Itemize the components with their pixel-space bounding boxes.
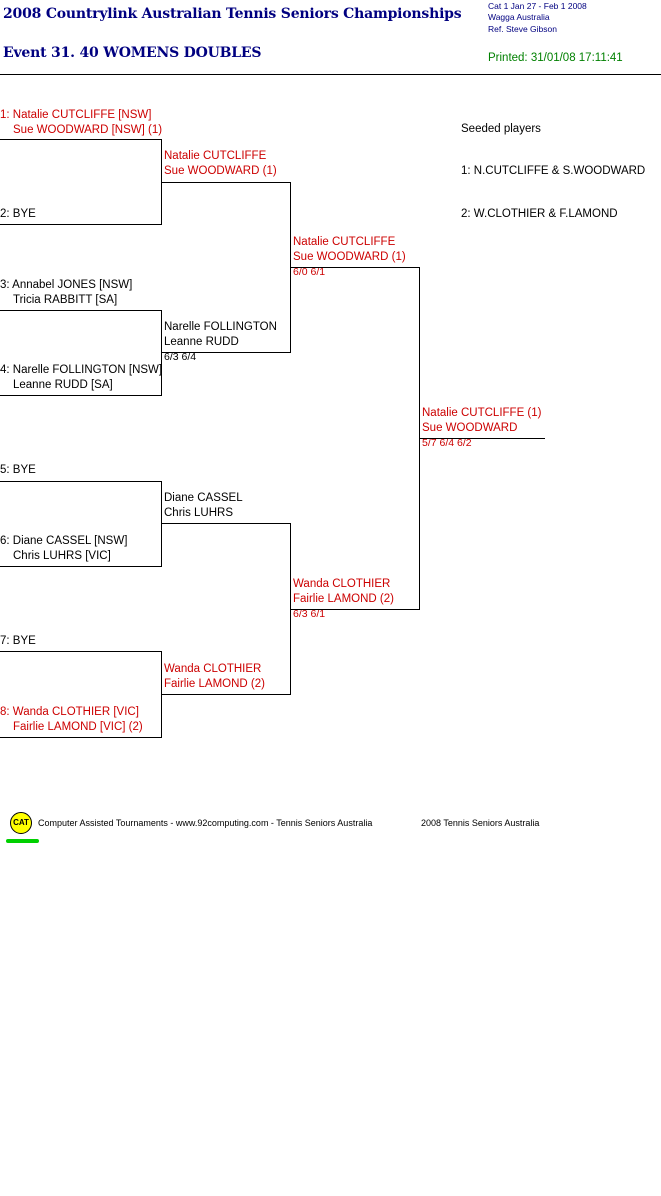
- entry-6-player-1: 6: Diane CASSEL [NSW]: [0, 535, 128, 547]
- bracket-line: [162, 352, 291, 353]
- bracket-line: [0, 481, 162, 482]
- cat-logo-icon: CAT: [10, 812, 32, 834]
- bracket-line: [420, 438, 545, 439]
- entry-2-bye: 2: BYE: [0, 208, 36, 220]
- round2-winner-3: Diane CASSEL Chris LUHRS: [164, 491, 243, 521]
- draw-entry-5: 5: BYE: [0, 463, 36, 478]
- entry-8-player-1: 8: Wanda CLOTHIER [VIC]: [0, 706, 139, 718]
- bracket-line: [161, 139, 162, 224]
- bracket-line: [162, 182, 291, 183]
- champion-player-1: Natalie CUTCLIFFE (1): [422, 407, 542, 419]
- bracket-line: [0, 139, 162, 140]
- draw-entry-8: 8: Wanda CLOTHIER [VIC] Fairlie LAMOND […: [0, 705, 143, 735]
- sf-1-player-1: Natalie CUTCLIFFE: [293, 236, 396, 248]
- r2-3-player-2: Chris LUHRS: [164, 507, 234, 519]
- bracket-line: [290, 182, 291, 352]
- footer-credit: Computer Assisted Tournaments - www.92co…: [38, 818, 373, 828]
- champion-player-2: Sue WOODWARD: [422, 422, 518, 434]
- entry-7-bye: 7: BYE: [0, 635, 36, 647]
- entry-8-player-2: Fairlie LAMOND [VIC] (2): [13, 721, 143, 733]
- bracket-line: [0, 566, 162, 567]
- printed-timestamp: Printed: 31/01/08 17:11:41: [488, 52, 623, 64]
- bracket-line: [419, 267, 420, 609]
- tournament-dates: Cat 1 Jan 27 - Feb 1 2008: [488, 1, 587, 11]
- tournament-referee: Ref. Steve Gibson: [488, 24, 557, 34]
- r2-1-player-1: Natalie CUTCLIFFE: [164, 150, 267, 162]
- bracket-line: [0, 310, 162, 311]
- champion: Natalie CUTCLIFFE (1) Sue WOODWARD: [422, 406, 542, 436]
- round2-winner-4: Wanda CLOTHIER Fairlie LAMOND (2): [164, 662, 265, 692]
- draw-entry-3: 3: Annabel JONES [NSW] Tricia RABBITT [S…: [0, 278, 132, 308]
- round2-winner-1: Natalie CUTCLIFFE Sue WOODWARD (1): [164, 149, 277, 179]
- bracket-line: [162, 523, 291, 524]
- entry-5-bye: 5: BYE: [0, 464, 36, 476]
- bracket-line: [0, 224, 162, 225]
- bracket-line: [291, 267, 420, 268]
- entry-3-player-2: Tricia RABBITT [SA]: [13, 294, 118, 306]
- tournament-venue: Wagga Australia: [488, 12, 550, 22]
- draw-entry-6: 6: Diane CASSEL [NSW] Chris LUHRS [VIC]: [0, 534, 127, 564]
- entry-4-player-1: 4: Narelle FOLLINGTON [NSW]: [0, 364, 163, 376]
- r2-4-player-1: Wanda CLOTHIER: [164, 663, 262, 675]
- bracket-line: [0, 737, 162, 738]
- draw-entry-1: 1: Natalie CUTCLIFFE [NSW] Sue WOODWARD …: [0, 108, 162, 138]
- entry-4-player-2: Leanne RUDD [SA]: [13, 379, 113, 391]
- r2-1-player-2: Sue WOODWARD (1): [164, 165, 277, 177]
- entry-3-player-1: 3: Annabel JONES [NSW]: [0, 279, 133, 291]
- sf-2-player-2: Fairlie LAMOND (2): [293, 593, 394, 605]
- r2-4-player-2: Fairlie LAMOND (2): [164, 678, 265, 690]
- sf-2-player-1: Wanda CLOTHIER: [293, 578, 391, 590]
- header-divider: [0, 74, 661, 75]
- bracket-line: [162, 694, 291, 695]
- bracket-line: [0, 651, 162, 652]
- draw-entry-4: 4: Narelle FOLLINGTON [NSW] Leanne RUDD …: [0, 363, 162, 393]
- seeded-heading: Seeded players: [461, 123, 541, 135]
- draw-entry-7: 7: BYE: [0, 634, 36, 649]
- entry-1-player-1: 1: Natalie CUTCLIFFE [NSW]: [0, 109, 152, 121]
- sf-2-score: 6/3 6/1: [293, 608, 326, 620]
- sf-1-player-2: Sue WOODWARD (1): [293, 251, 406, 263]
- semi-winner-1: Natalie CUTCLIFFE Sue WOODWARD (1): [293, 235, 406, 265]
- sf-1-score: 6/0 6/1: [293, 266, 326, 278]
- bracket-line: [161, 481, 162, 566]
- cat-logo-underline: [6, 839, 39, 843]
- seed-2: 2: W.CLOTHIER & F.LAMOND: [461, 208, 618, 220]
- tournament-title: 2008 Countrylink Australian Tennis Senio…: [3, 6, 462, 22]
- entry-1-player-2: Sue WOODWARD [NSW] (1): [13, 124, 163, 136]
- bracket-line: [291, 609, 420, 610]
- r2-2-player-1: Narelle FOLLINGTON: [164, 321, 277, 333]
- r2-3-player-1: Diane CASSEL: [164, 492, 243, 504]
- r2-2-player-2: Leanne RUDD: [164, 336, 239, 348]
- footer-copyright: 2008 Tennis Seniors Australia: [421, 818, 540, 828]
- bracket-line: [290, 523, 291, 694]
- bracket-line: [161, 310, 162, 395]
- r2-2-score: 6/3 6/4: [164, 351, 197, 363]
- final-score: 5/7 6/4 6/2: [422, 437, 472, 449]
- event-title: Event 31. 40 WOMENS DOUBLES: [3, 45, 262, 61]
- semi-winner-2: Wanda CLOTHIER Fairlie LAMOND (2): [293, 577, 394, 607]
- round2-winner-2: Narelle FOLLINGTON Leanne RUDD: [164, 320, 277, 350]
- bracket-line: [0, 395, 162, 396]
- entry-6-player-2: Chris LUHRS [VIC]: [13, 550, 111, 562]
- bracket-line: [161, 651, 162, 737]
- seed-1: 1: N.CUTCLIFFE & S.WOODWARD: [461, 165, 646, 177]
- draw-entry-2: 2: BYE: [0, 207, 36, 222]
